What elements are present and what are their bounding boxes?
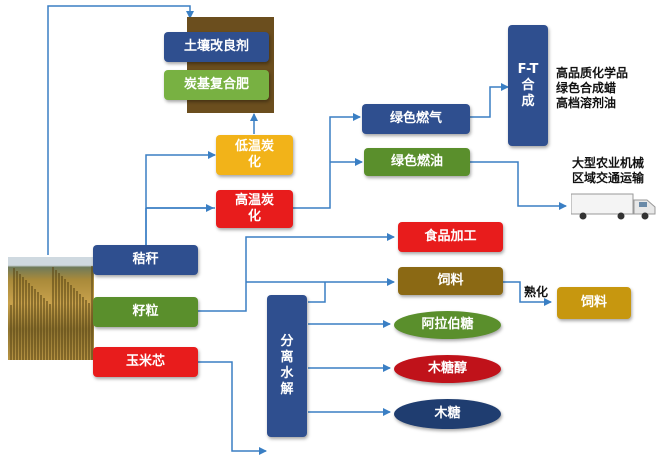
field-stalk: [79, 294, 81, 360]
xylitol-oval: 木糖醇: [394, 355, 501, 383]
field-stalk: [64, 279, 66, 360]
field-stalk: [67, 282, 69, 360]
field-stalk: [58, 273, 60, 360]
corn-cob-box: 玉米芯: [93, 347, 198, 377]
field-stalk: [55, 270, 57, 360]
field-stalk: [91, 266, 93, 360]
field-stalk: [22, 277, 24, 360]
arabinose-oval: 阿拉伯糖: [394, 311, 501, 339]
field-stalk: [10, 305, 12, 360]
field-stalk: [49, 304, 51, 360]
field-stalk: [34, 289, 36, 360]
field-stalk: [28, 283, 30, 360]
field-stalk: [73, 288, 75, 360]
field-stalk: [13, 268, 15, 360]
ft-synthesis-box: F-T 合 成: [508, 25, 548, 146]
field-stalk: [61, 276, 63, 360]
xylose-oval: 木糖: [394, 399, 501, 429]
field-stalk: [85, 300, 87, 360]
field-stalk: [46, 301, 48, 360]
food-processing-box: 食品加工: [398, 222, 503, 252]
corn-field-photo: [8, 257, 94, 360]
feed-product-box: 饲料: [557, 287, 631, 319]
grain-box: 籽粒: [93, 297, 198, 327]
ft-products-text: 高品质化学品 绿色合成蜡 高档溶剂油: [556, 66, 629, 110]
low-temp-char-box: 低温炭 化: [216, 135, 293, 175]
composite-fertilizer-box: 炭基复合肥: [164, 70, 269, 100]
high-temp-char-box: 高温炭 化: [216, 190, 293, 228]
field-stalk: [40, 295, 42, 360]
field-stalk: [43, 298, 45, 360]
field-stalk: [76, 291, 78, 360]
hydrolysis-box: 分 离 水 解: [267, 295, 307, 437]
field-stalk: [16, 271, 18, 360]
field-stalk: [37, 292, 39, 360]
field-stalk: [25, 280, 27, 360]
field-stalk: [31, 286, 33, 360]
green-oil-box: 绿色燃油: [364, 148, 470, 176]
field-stalk: [70, 285, 72, 360]
green-gas-box: 绿色燃气: [362, 104, 470, 134]
truck-icon: [571, 193, 656, 220]
field-stalk: [52, 267, 54, 360]
soil-improver-box: 土壤改良剂: [164, 32, 269, 62]
field-stalk: [19, 274, 21, 360]
feed-box: 饲料: [398, 267, 503, 295]
machinery-transport-text: 大型农业机械 区域交通运输: [572, 156, 645, 185]
maturation-label: 熟化: [524, 285, 549, 299]
field-stalk: [82, 297, 84, 360]
straw-box: 秸秆: [93, 245, 198, 275]
field-stalk: [88, 303, 90, 360]
